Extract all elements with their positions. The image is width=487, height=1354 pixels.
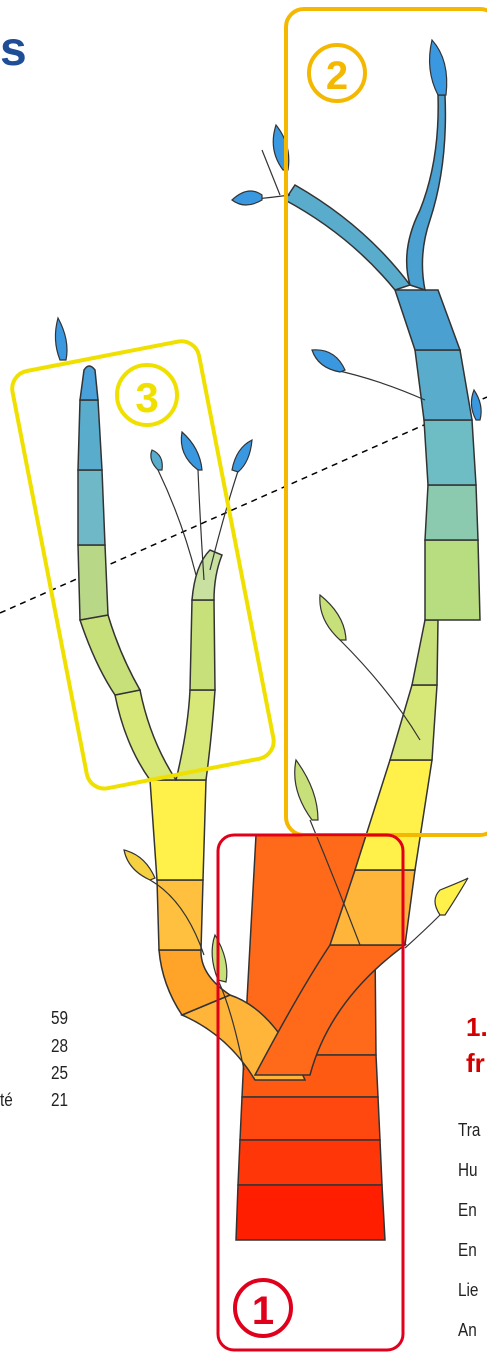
left-fork-a-seg3 [78,545,108,620]
callout-2-label: 2 [326,54,348,98]
right-list-item-1: Tra [458,1120,480,1141]
right-sub-b [407,95,446,290]
right-list-item-3: En [458,1200,477,1221]
right-branch-seg-lime [412,620,438,685]
callout-3-circle: 3 [117,365,177,425]
twig-right-1 [335,370,425,400]
left-fork-a-seg2 [80,615,140,695]
trunk-band-5 [236,1185,385,1240]
right-branch-seg-green [425,540,480,620]
twig-right-6 [405,915,440,948]
right-branch-seg-teal2 [424,420,476,485]
left-fork-a-tip [80,366,98,400]
twig-left-1 [158,470,196,575]
trunk-band-3 [240,1097,380,1140]
callout-1-circle: 1 [235,1280,291,1336]
right-branch-seg-teal [425,485,478,540]
left-fork-b-seg2 [190,600,215,690]
right-branch-seg-lime2 [390,685,437,760]
left-fork-b-seg3 [192,550,222,600]
right-branch-seg-cyan [415,350,472,420]
title-fragment: s [0,22,27,77]
left-fork-a-seg4 [78,470,105,545]
left-list-number-4: 21 [32,1090,68,1111]
left-list-number-3: 25 [32,1063,68,1084]
leaf-left-mid [181,432,202,470]
leaf-lime-mid [320,595,346,640]
right-branch-seg-yellow [355,760,432,870]
right-list-item-2: Hu [458,1160,478,1181]
right-list-item-4: En [458,1240,477,1261]
leaf-left-small [151,450,162,470]
leaf-yellow-left [124,850,155,880]
callout-2-circle: 2 [309,45,365,101]
right-list-item-5: Lie [458,1280,478,1301]
left-fork-a-seg5 [78,400,102,470]
left-list-label-fragment: té [0,1090,13,1111]
right-sub-a [285,185,410,290]
left-branch-seg-yellow [150,780,206,880]
leaf-upper-left-2 [232,191,262,205]
leaf-far-right [471,390,481,420]
right-list-item-6: An [458,1320,477,1341]
leaf-left-right [232,440,252,472]
right-heading-line1: 1. [466,1012,487,1043]
trunk-band-4 [238,1140,382,1185]
callout-1-label: 1 [252,1289,274,1333]
leaf-lime-low [295,760,318,820]
callout-3-label: 3 [135,374,158,421]
leaf-top-right [430,40,447,95]
leaf-left-tip [55,318,67,360]
left-fork-a-seg1 [115,690,176,780]
leaf-yellow-right [435,878,468,915]
left-list-number-2: 28 [32,1036,68,1057]
left-list-number-1: 59 [32,1008,68,1029]
right-heading-line2: fr [466,1048,485,1079]
right-branch-seg-blue [395,290,460,350]
leaf-mid-right [312,350,345,372]
